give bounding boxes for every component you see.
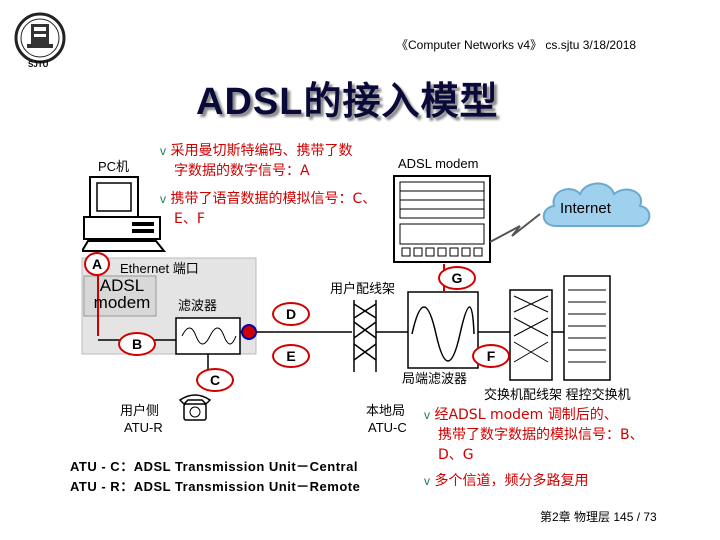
distribution-frame-icon (353, 300, 377, 372)
point-g: G (438, 266, 476, 290)
logo-text: SJTU (28, 60, 49, 69)
page-number: 第2章 物理层 145 / 73 (540, 510, 657, 524)
dslam-rack-icon (392, 174, 492, 264)
bullet-line: 多个信道，频分多路复用 (434, 473, 589, 489)
ethernet-port-label: Ethernet 端口 (120, 261, 199, 276)
point-a: A (84, 252, 110, 276)
point-e: E (272, 344, 310, 368)
bullet-line: 携带了语音数据的模拟信号：C、 (170, 191, 377, 207)
course-header: 《Computer Networks v4》 cs.sjtu 3/18/2018 (396, 38, 637, 52)
switch-frame-label: 交换机配线架 程控交换机 (484, 387, 631, 402)
atu-r-label: ATU-R (124, 420, 163, 435)
adsl-modem-top-label: ADSL modem (398, 156, 479, 171)
bullet-fdm: v 多个信道，频分多路复用 (424, 470, 714, 490)
bullet-line: 字数据的数字信号：A (174, 163, 310, 179)
switch-frame-icon (509, 289, 553, 381)
exchange-switch-icon (563, 275, 611, 381)
internet-cloud-icon: Internet (536, 176, 656, 236)
sjtu-logo: SJTU (14, 10, 66, 72)
atu-c-label: ATU-C (368, 420, 407, 435)
adsl-modem-box-label: ADSL modem (88, 277, 156, 311)
page-title: ADSL的接入模型 (196, 81, 499, 123)
user-side-label: 用户侧 (120, 403, 160, 418)
filter-box (175, 317, 241, 355)
bullet-modulated-signal: v 经ADSL modem 调制后的、 携带了数字数据的模拟信号：B、 D、G (424, 404, 714, 464)
bullet-line: 经ADSL modem 调制后的、 (434, 407, 618, 423)
atu-c-definition: ATU - C：ADSL Transmission Unit－Central (70, 459, 358, 474)
wall-jack-icon (241, 324, 257, 340)
point-c: C (196, 368, 234, 392)
point-b: B (118, 332, 156, 356)
computer-icon (80, 175, 172, 255)
internet-label: Internet (560, 200, 611, 217)
bullet-mark-icon: v (424, 408, 430, 422)
atu-r-definition: ATU - R：ADSL Transmission Unit－Remote (70, 479, 361, 494)
bullet-line: D、G (438, 447, 474, 463)
point-f: F (472, 344, 510, 368)
wan-link-icon (489, 213, 541, 243)
bullet-mark-icon: v (424, 474, 430, 488)
adsl-modem-box-text: ADSL modem (93, 276, 151, 312)
filter-label: 滤波器 (178, 298, 218, 313)
point-d: D (272, 302, 310, 326)
local-office-label: 本地局 (366, 403, 406, 418)
local-filter-label: 局端滤波器 (402, 371, 468, 386)
bullet-mark-icon: v (160, 144, 166, 158)
bullet-line: 采用曼切斯特编码、携带了数 (170, 143, 353, 159)
distribution-frame-label: 用户配线架 (330, 281, 396, 296)
bullet-voice-signal: v 携带了语音数据的模拟信号：C、 E、F (160, 188, 420, 228)
bullet-mark-icon: v (160, 192, 166, 206)
adsl-modem-box (83, 275, 157, 317)
telephone-icon (178, 392, 212, 422)
bullet-line: 携带了数字数据的模拟信号：B、 (438, 427, 644, 443)
bullet-digital-signal: v 采用曼切斯特编码、携带了数 字数据的数字信号：A (160, 140, 400, 180)
bullet-line: E、F (174, 211, 205, 227)
pc-label: PC机 (98, 159, 130, 174)
